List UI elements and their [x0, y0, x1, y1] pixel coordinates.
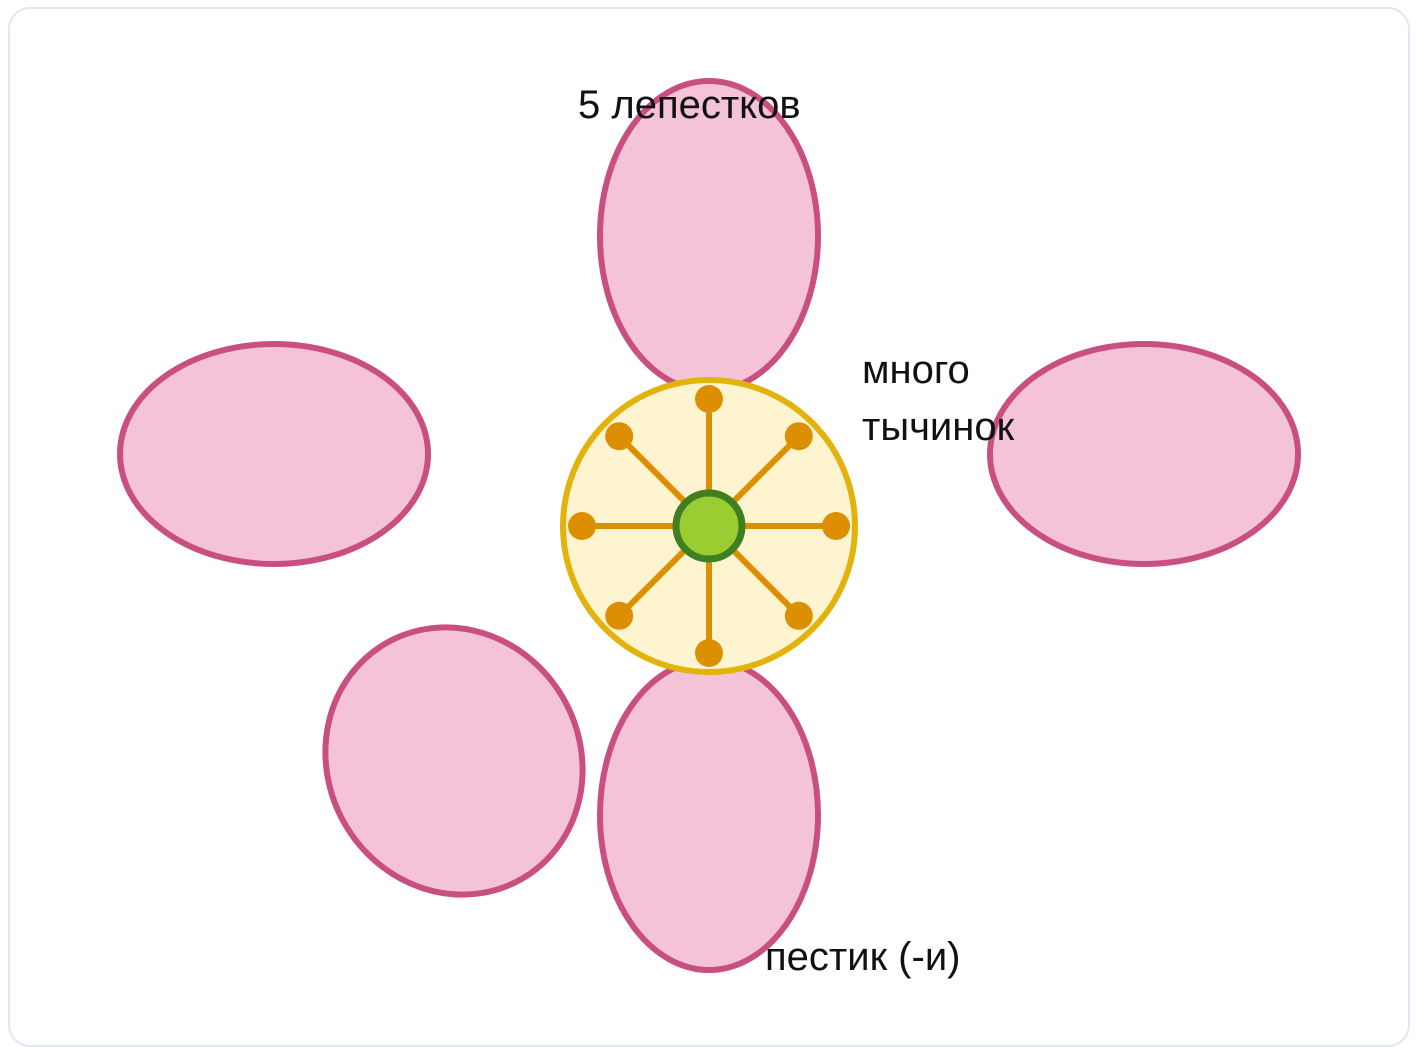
petal-bottom [597, 657, 821, 973]
petal-top [597, 78, 821, 394]
pistil [672, 489, 746, 563]
stamen-anther [784, 601, 813, 630]
stamen-anther [568, 512, 596, 540]
petal-left [117, 341, 431, 567]
stamen-anther [822, 512, 850, 540]
stamen-anther [605, 422, 634, 451]
stamen-anther [695, 639, 723, 667]
stamen-anther [784, 422, 813, 451]
stamen-anther [605, 601, 634, 630]
petals [117, 78, 1301, 973]
stamen-anther [695, 385, 723, 413]
petal-right [987, 341, 1301, 567]
petal-bottom-left [322, 624, 586, 898]
stamens-label-line1: много [862, 348, 970, 392]
petals-label: 5 лепестков [578, 83, 801, 127]
pistil-label: пестик (-и) [765, 935, 961, 979]
stamens-label-line2: тычинок [862, 405, 1015, 449]
